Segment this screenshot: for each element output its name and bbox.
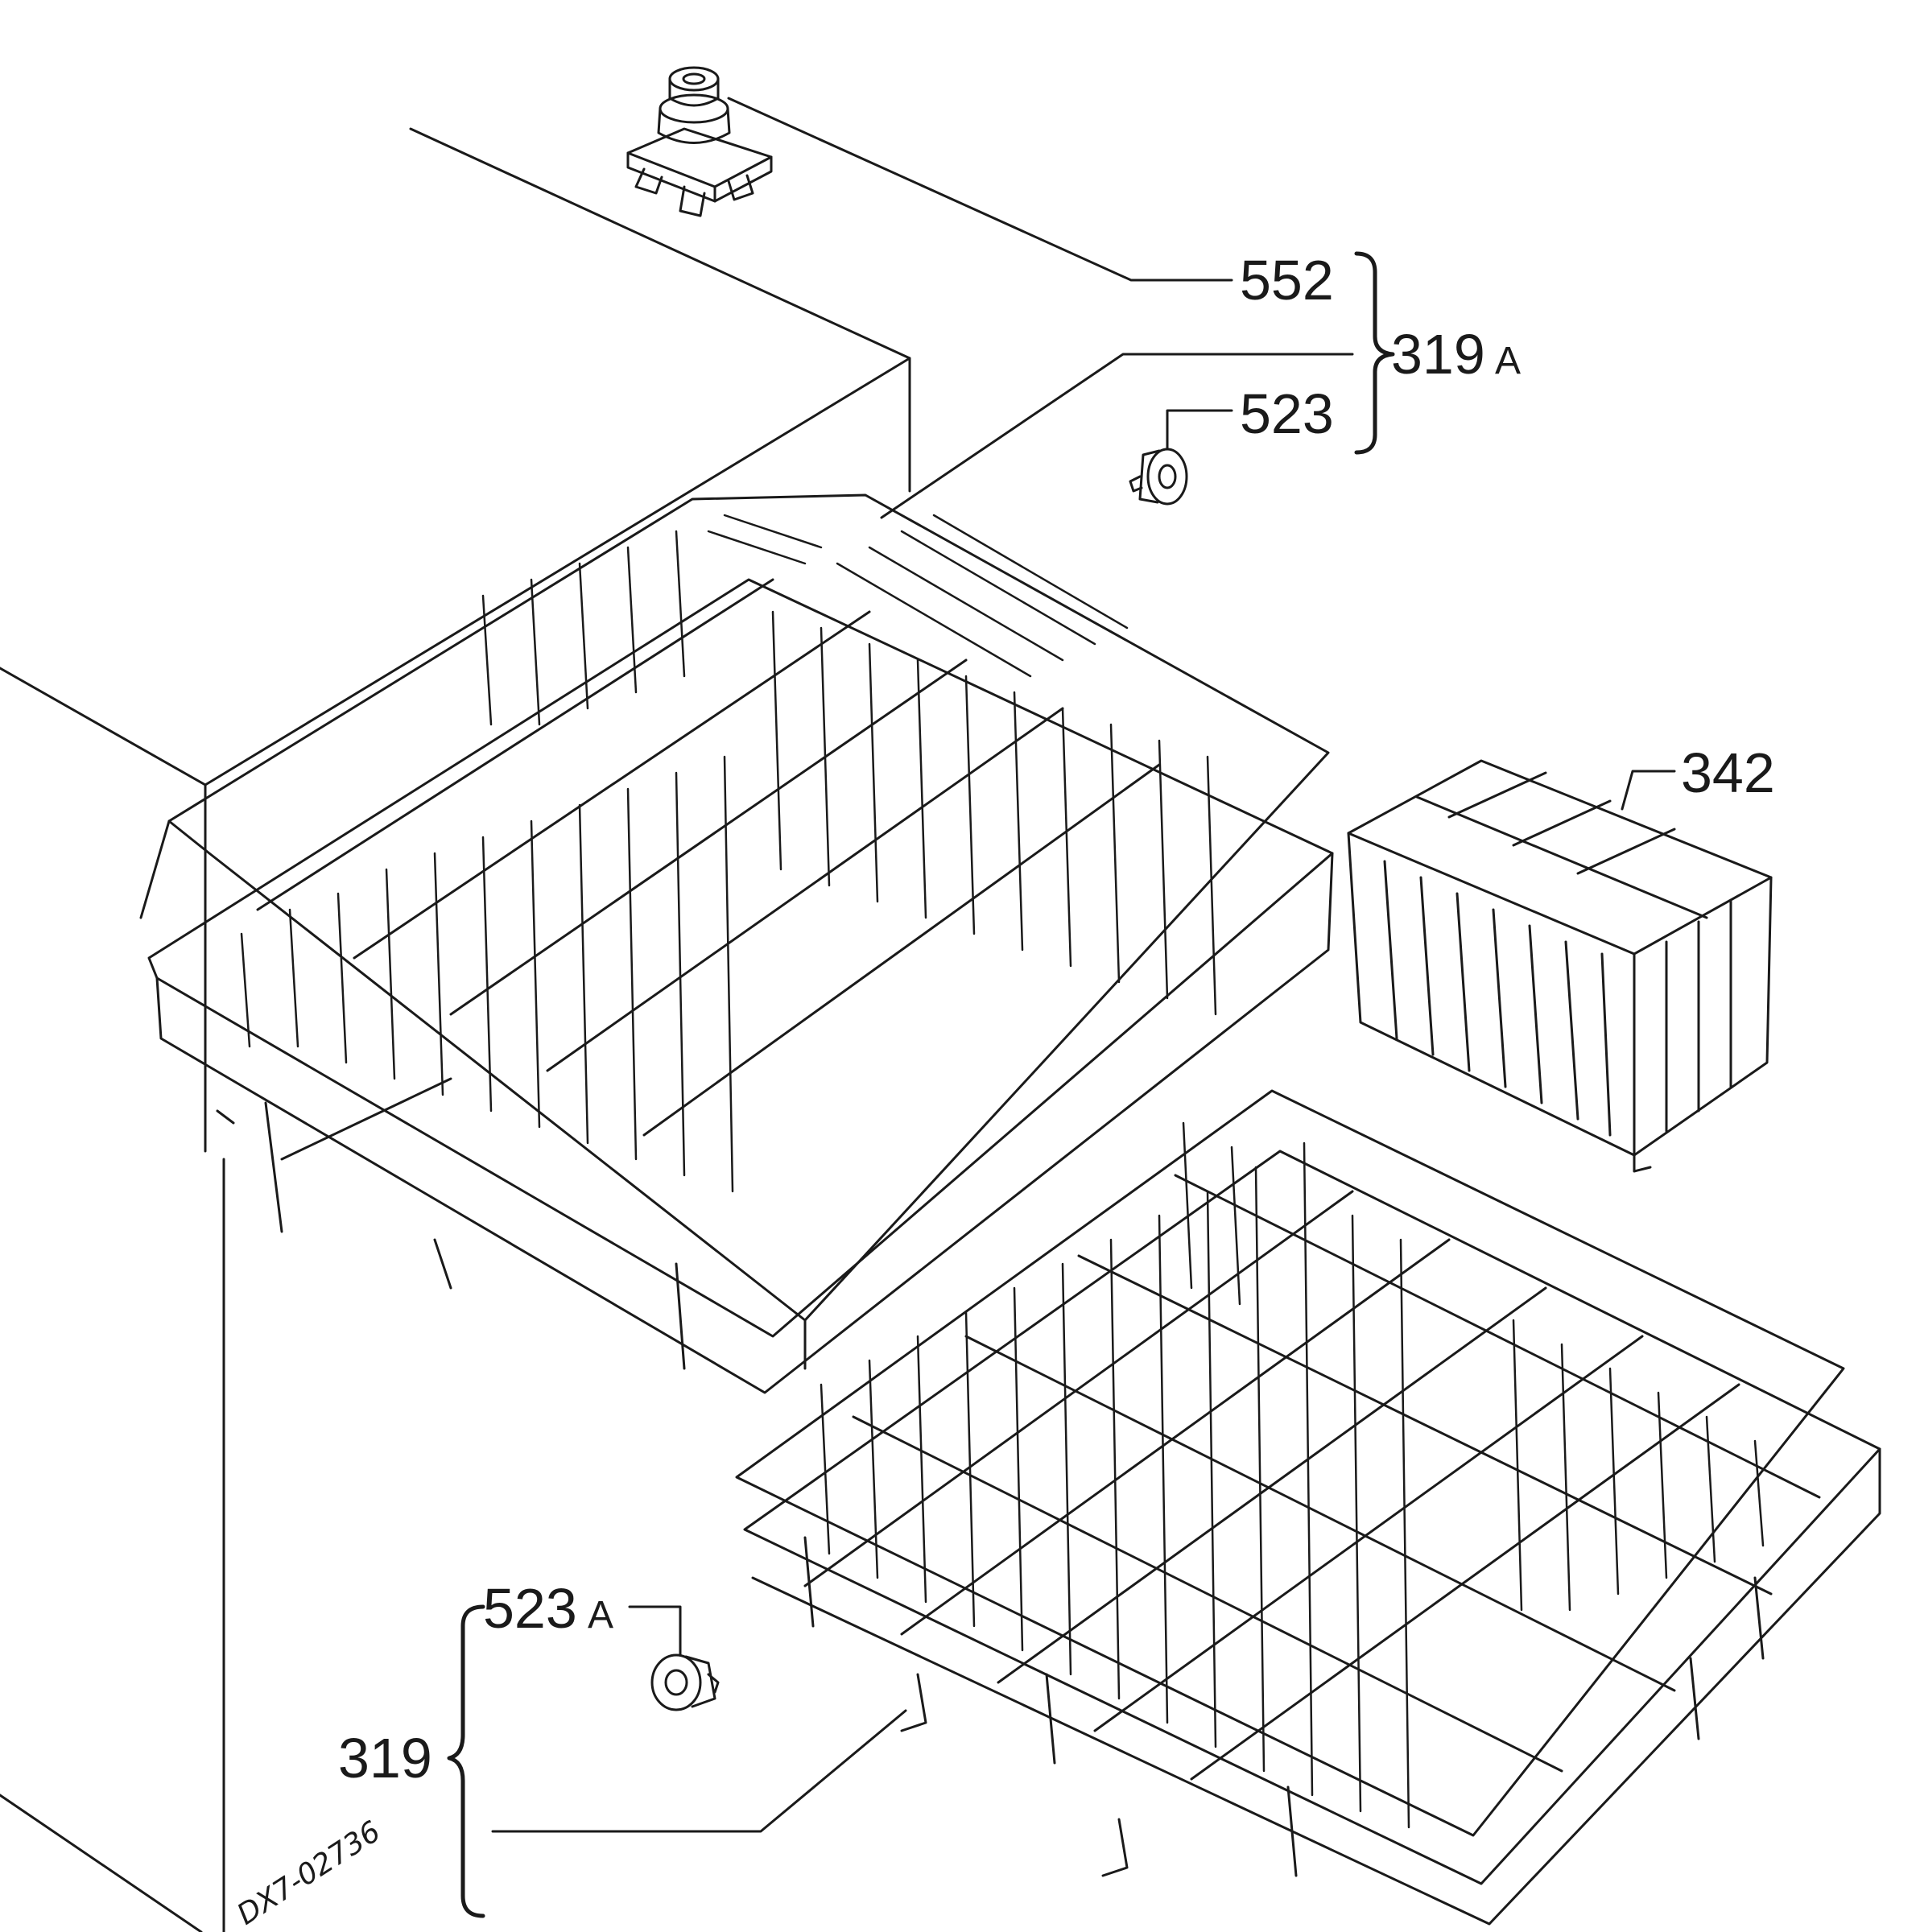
leader-552 bbox=[727, 97, 1233, 282]
label-342: 342 bbox=[1681, 741, 1775, 804]
part-552-wheel-bracket bbox=[626, 66, 773, 217]
lower-basket-rack bbox=[735, 1089, 1881, 1926]
leader-523 bbox=[1166, 409, 1233, 451]
label-319a-suffix: A bbox=[1495, 340, 1521, 382]
label-319: 319 bbox=[338, 1727, 432, 1790]
upper-basket-tines bbox=[240, 514, 1217, 1193]
leader-lower-basket bbox=[491, 1709, 907, 1833]
upper-basket-rack bbox=[139, 493, 1334, 1394]
label-523a-suffix: A bbox=[588, 1594, 613, 1637]
drawing-code: DX7-02736 bbox=[232, 1815, 386, 1932]
leader-523a bbox=[628, 1605, 682, 1657]
dishwasher-cabinet bbox=[0, 127, 911, 1932]
label-523a-number: 523 bbox=[483, 1577, 577, 1640]
lower-basket-tines bbox=[820, 1121, 1765, 1829]
leader-upper-basket bbox=[880, 353, 1354, 519]
leader-342 bbox=[1621, 770, 1676, 811]
leader-lines bbox=[491, 97, 1676, 1833]
label-319a-number: 319 bbox=[1391, 323, 1485, 386]
bracket-319 bbox=[447, 1604, 485, 1918]
brackets bbox=[447, 251, 1395, 1918]
part-523a-wheel bbox=[650, 1653, 720, 1711]
part-523-wheel bbox=[1129, 448, 1188, 506]
part-342-cutlery-basket bbox=[1347, 759, 1773, 1173]
bracket-319a bbox=[1354, 251, 1395, 455]
label-552: 552 bbox=[1240, 249, 1334, 312]
label-523: 523 bbox=[1240, 382, 1334, 445]
